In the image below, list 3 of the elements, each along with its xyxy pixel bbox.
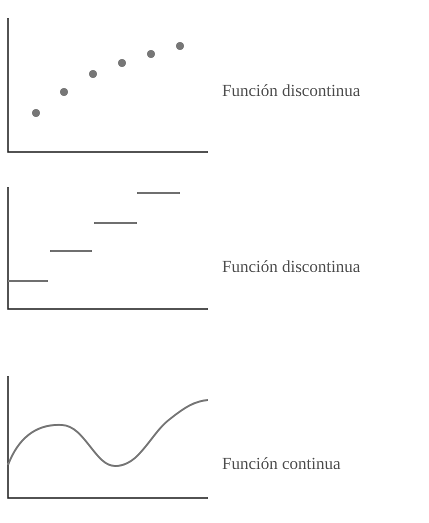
chart-label: Función continua (222, 453, 341, 475)
chart-label: Función discontinua (222, 256, 360, 278)
chart-label: Función discontinua (222, 80, 360, 102)
